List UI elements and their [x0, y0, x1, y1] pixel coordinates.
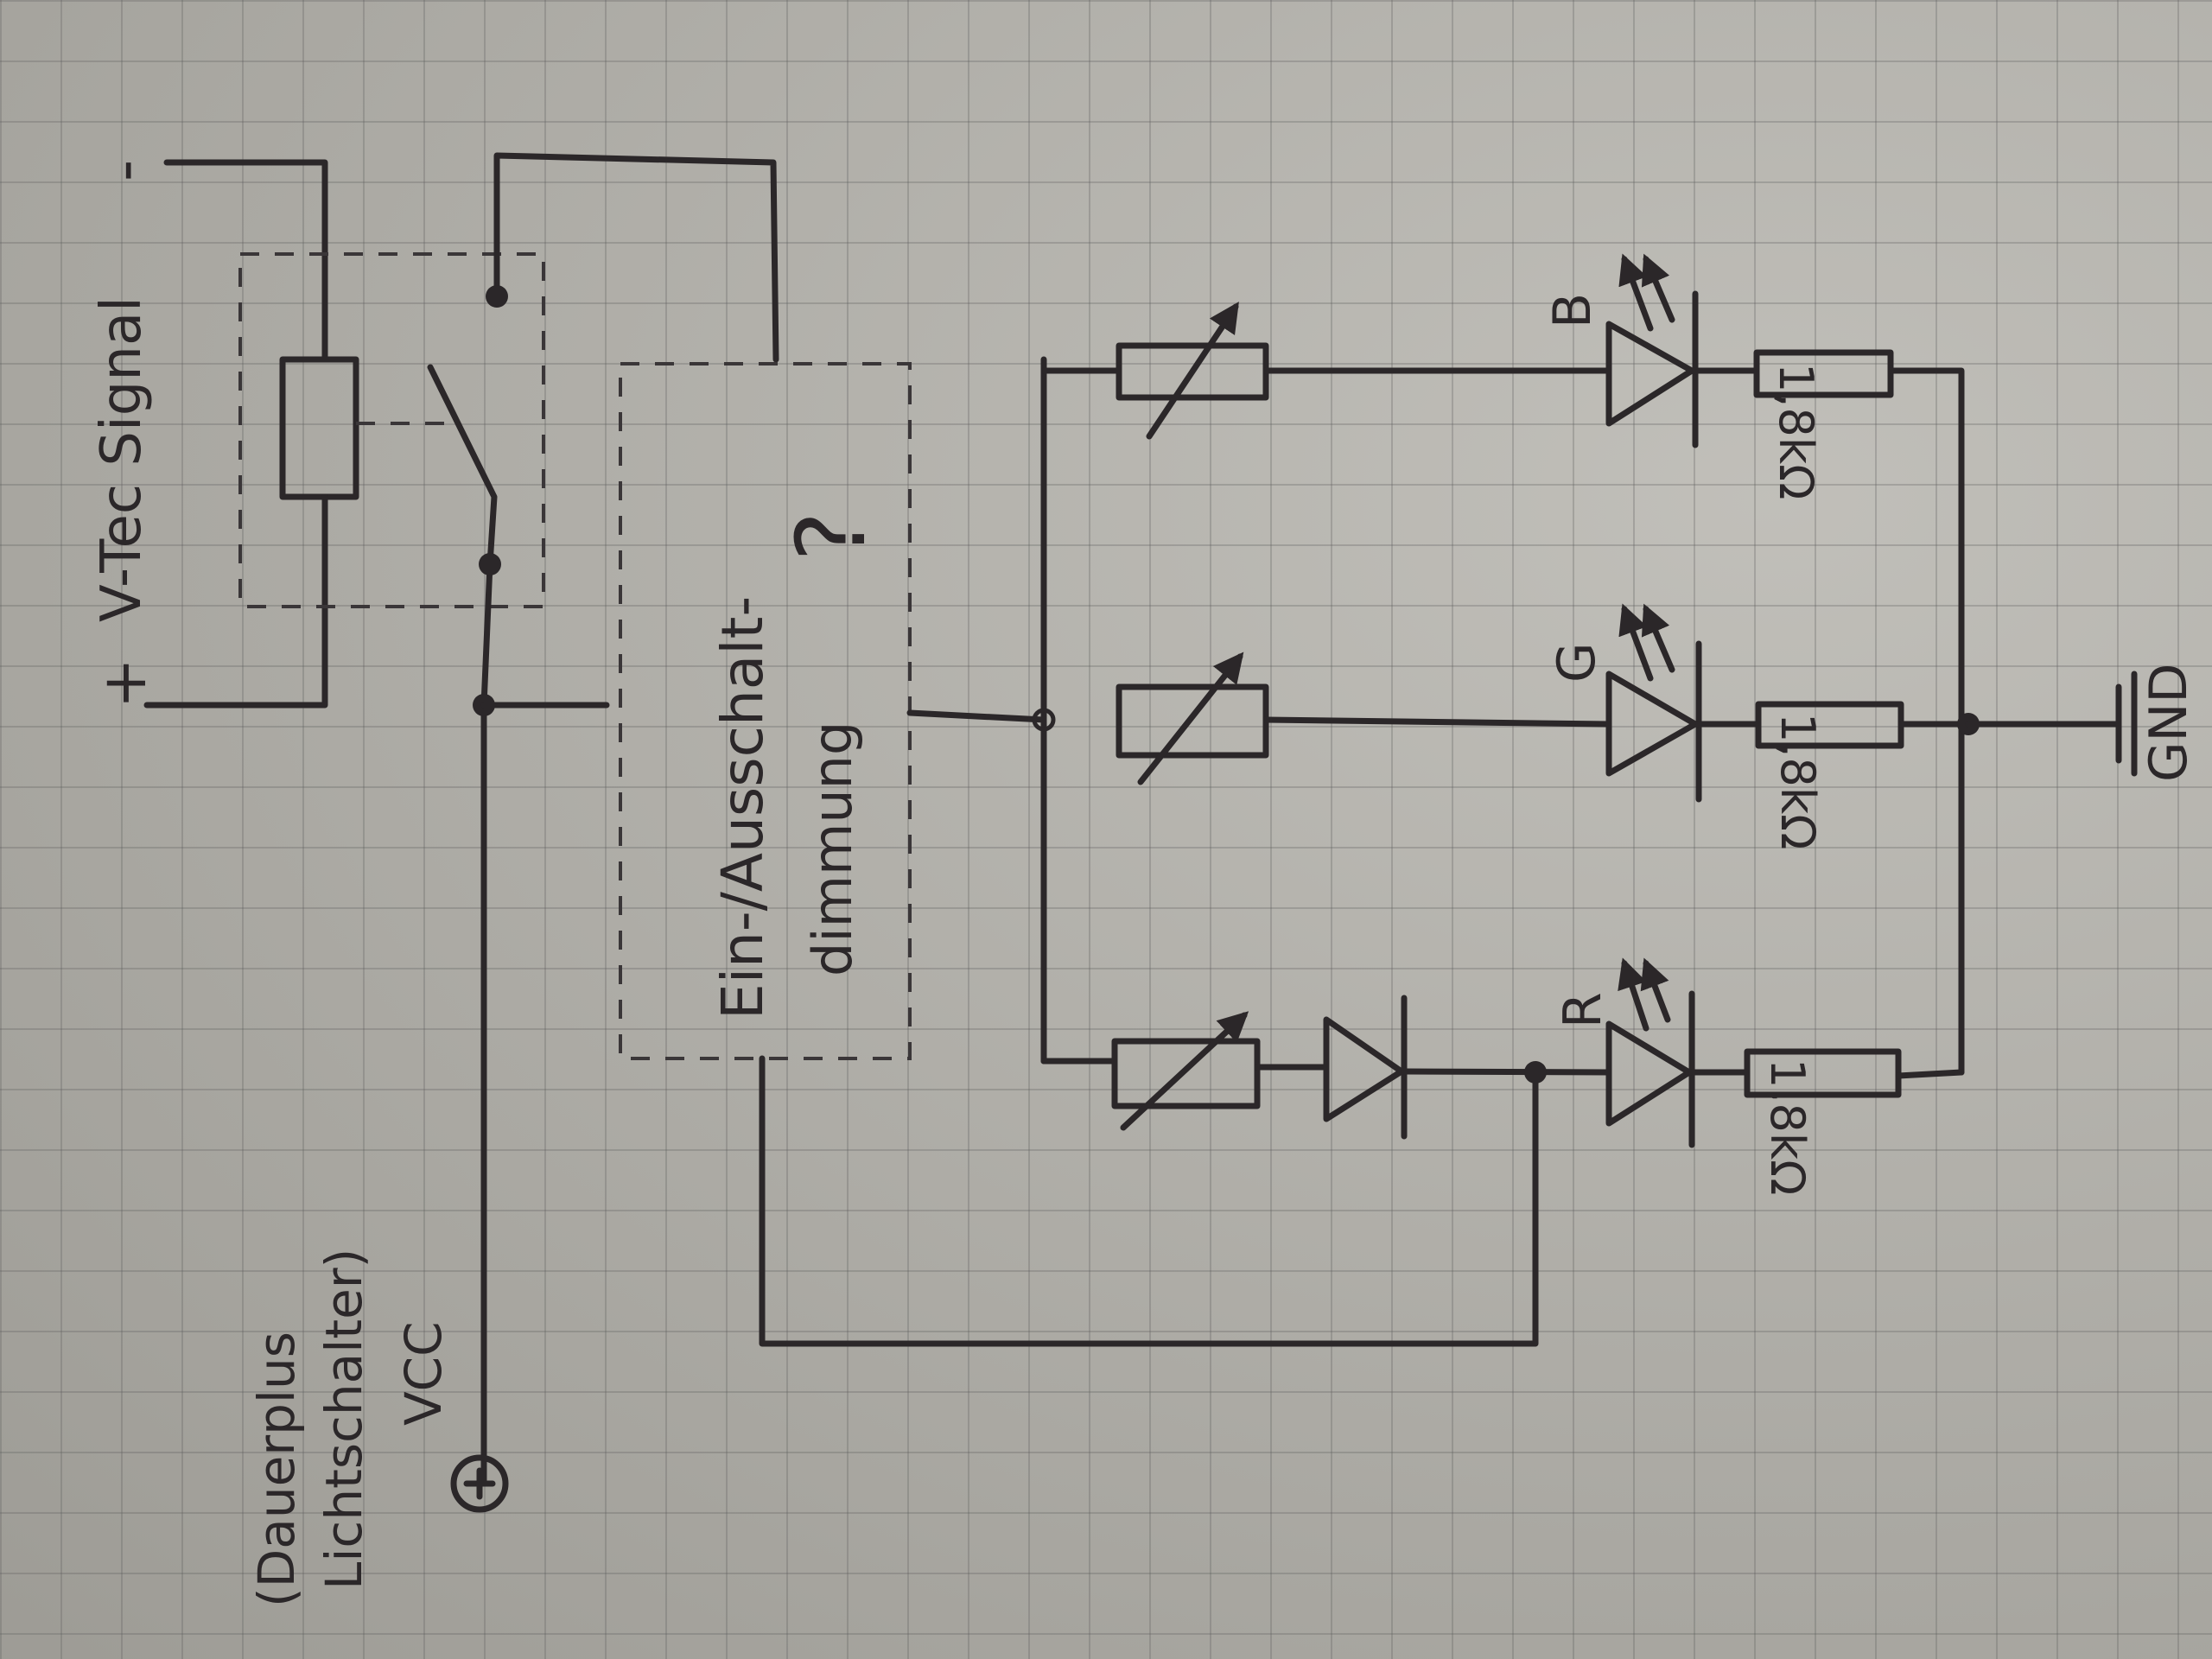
vcc-terminal-label: +: [471, 1472, 490, 1498]
branch-green: [1116, 603, 2138, 803]
resistor-label-r: 1,8kΩ: [1760, 1058, 1815, 1195]
diode-icon: [1323, 1016, 1405, 1122]
relay-switch: [427, 152, 779, 1485]
dimmer-question-mark: ?: [776, 512, 887, 562]
resistor-label-g: 1,8kΩ: [1770, 713, 1825, 849]
led-label-g: G: [1547, 643, 1607, 683]
led-icon: [1605, 321, 1695, 427]
gnd-label: GND: [2139, 663, 2199, 782]
vcc-terminal: [450, 1454, 509, 1513]
potentiometer-icon: [1111, 1038, 1261, 1109]
vtec-minus-label: -: [89, 160, 160, 181]
dimmer-label-line2: dimmung: [801, 721, 864, 976]
vtec-signal-label: V-Tec Signal: [90, 296, 154, 622]
branch-red: [1040, 957, 1965, 1148]
led-label-r: R: [1553, 992, 1613, 1028]
led-label-b: B: [1542, 293, 1603, 328]
adjust-arrow-icon: [1137, 652, 1244, 785]
relay-coil-circuit: [143, 159, 359, 709]
led-icon: [1605, 1020, 1693, 1127]
adjust-arrow-icon: [1120, 1011, 1249, 1131]
dauerplus-label: (Dauerplus: [247, 1332, 306, 1607]
adjust-arrow-icon: [1146, 302, 1239, 440]
vcc-label: VCC: [394, 1321, 453, 1426]
feedback-wire: [759, 1055, 1539, 1347]
resistor-label-b: 1,8kΩ: [1769, 363, 1823, 499]
led-icon: [1605, 671, 1699, 777]
dimmer-label-line1: Ein-/Ausschalt-: [709, 596, 776, 1020]
lichtschalter-label: Lichtschalter): [315, 1249, 373, 1590]
vtec-plus-label: +: [89, 658, 160, 709]
relay-dashed-enclosure: [238, 252, 545, 608]
dimmer-output-wire: [906, 709, 1047, 723]
branch-blue: [1040, 253, 1965, 1076]
supply-bus: [1032, 356, 1056, 1065]
